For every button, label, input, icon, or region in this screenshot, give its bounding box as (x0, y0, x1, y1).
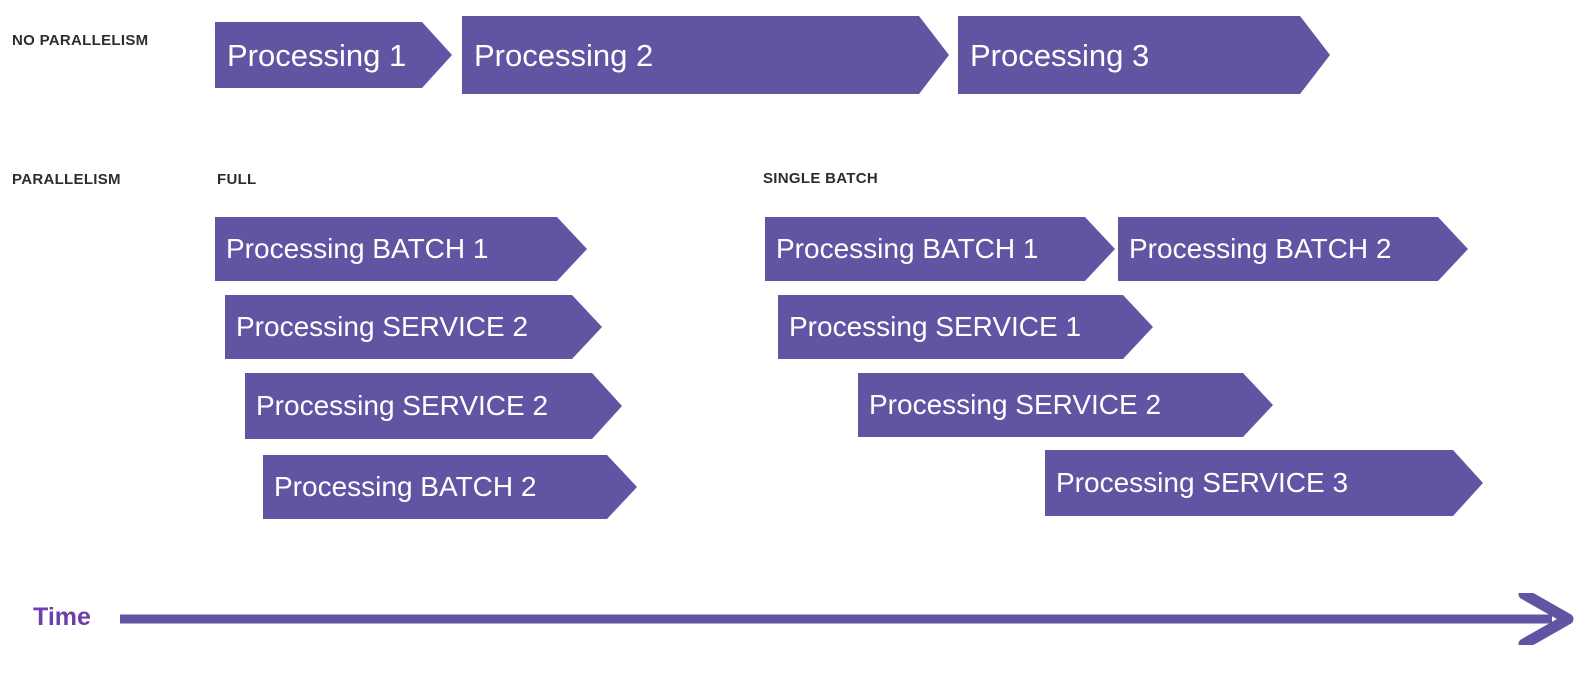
group-label-single-batch: SINGLE BATCH (763, 170, 878, 187)
process-chevron[interactable]: Processing BATCH 1 (215, 217, 587, 281)
process-chevron-label: Processing BATCH 2 (1129, 233, 1392, 264)
process-chevron[interactable]: Processing SERVICE 2 (225, 295, 602, 359)
process-chevron[interactable]: Processing SERVICE 2 (858, 373, 1273, 437)
axis-label-parallelism: PARALLELISM (12, 171, 121, 188)
process-chevron-label: Processing BATCH 1 (226, 233, 489, 264)
process-chevron-label: Processing SERVICE 1 (789, 311, 1082, 342)
process-chevron[interactable]: Processing SERVICE 2 (245, 373, 622, 439)
time-axis-label: Time (33, 603, 91, 631)
process-chevron[interactable]: Processing SERVICE 3 (1045, 450, 1483, 516)
process-chevron[interactable]: Processing 1 (215, 22, 452, 88)
process-chevron[interactable]: Processing BATCH 2 (1118, 217, 1468, 281)
process-chevron-label: Processing SERVICE 2 (236, 311, 529, 342)
process-chevron-label: Processing SERVICE 3 (1056, 467, 1349, 498)
process-chevron-label: Processing 2 (474, 37, 654, 73)
process-chevron-label: Processing SERVICE 2 (869, 389, 1162, 420)
process-chevron-label: Processing BATCH 1 (776, 233, 1039, 264)
process-chevron-label: Processing SERVICE 2 (256, 390, 549, 421)
process-chevron[interactable]: Processing SERVICE 1 (778, 295, 1153, 359)
group-label-full: FULL (217, 171, 257, 188)
arrow-right-icon (120, 588, 1582, 650)
process-chevron[interactable]: Processing 2 (462, 16, 949, 94)
process-chevron-label: Processing 3 (970, 37, 1150, 73)
process-chevron[interactable]: Processing BATCH 2 (263, 455, 637, 519)
process-chevron[interactable]: Processing BATCH 1 (765, 217, 1115, 281)
axis-label-no-parallelism: NO PARALLELISM (12, 32, 149, 49)
process-chevron-label: Processing BATCH 2 (274, 471, 537, 502)
process-chevron-label: Processing 1 (227, 37, 407, 73)
process-chevron[interactable]: Processing 3 (958, 16, 1330, 94)
